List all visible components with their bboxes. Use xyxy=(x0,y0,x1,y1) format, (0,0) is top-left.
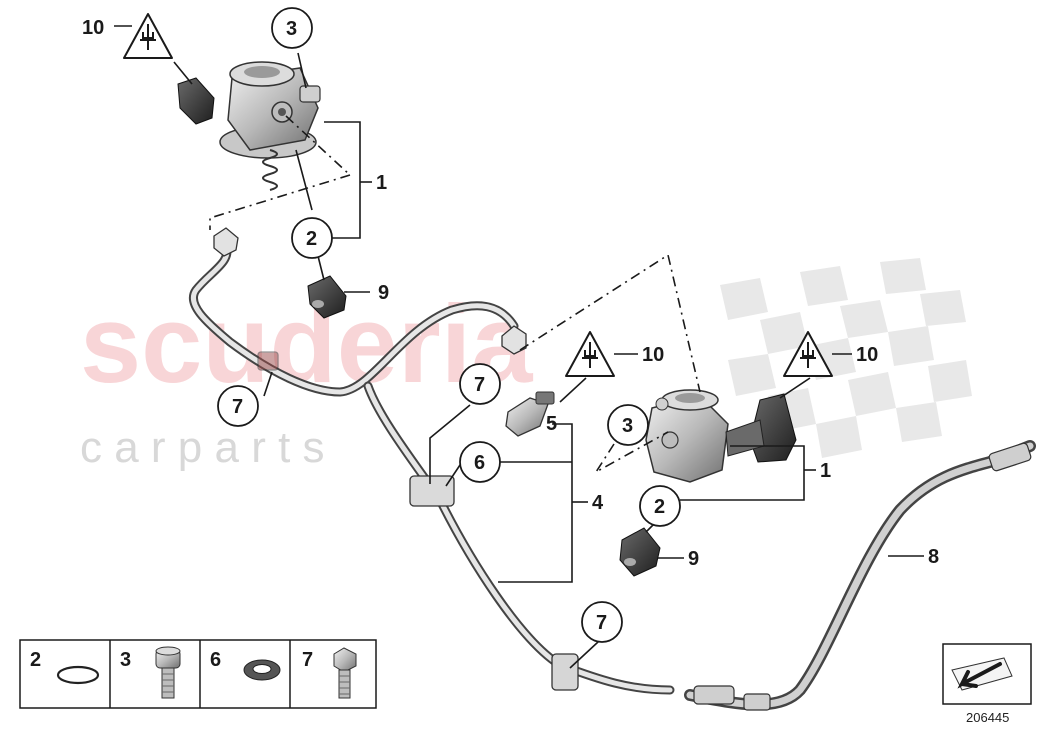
callout-5: 5 xyxy=(546,413,557,435)
triangle-leaders xyxy=(114,25,852,355)
callout-circle-7b xyxy=(459,363,501,405)
callout-8: 8 xyxy=(928,546,939,568)
high-pressure-pump-lower xyxy=(645,389,797,483)
callout-9a: 9 xyxy=(378,282,389,304)
plug-icon xyxy=(582,342,598,368)
callout-3a: 3 xyxy=(286,18,297,40)
hex-bolt-icon xyxy=(333,647,357,699)
callout-2b: 2 xyxy=(654,496,665,518)
callout-1a: 1 xyxy=(376,172,387,194)
callout-circle-7a xyxy=(217,385,259,427)
callout-circles xyxy=(217,7,681,643)
watermark-subtext: c a r p a r t s xyxy=(80,423,325,472)
callout-circle-3b xyxy=(607,404,649,446)
legend-label-3: 3 xyxy=(120,649,131,671)
sleeve-part-lower xyxy=(619,527,661,577)
callout-circle-7c xyxy=(581,601,623,643)
callout-2a: 2 xyxy=(306,228,317,250)
legend-label-2: 2 xyxy=(30,649,41,671)
plug-icon xyxy=(140,24,156,50)
callout-9b: 9 xyxy=(688,548,699,570)
leader-lines xyxy=(173,52,924,669)
callout-10b: 10 xyxy=(642,344,664,366)
socket-bolt-icon xyxy=(155,646,181,699)
callout-circle-6 xyxy=(459,441,501,483)
callout-6: 6 xyxy=(474,452,485,474)
parts-legend: 2 3 6 7 xyxy=(19,639,377,709)
callout-circle-3a xyxy=(271,7,313,49)
electrical-warning-triangle-2 xyxy=(565,331,615,377)
callout-7b: 7 xyxy=(474,374,485,396)
callout-circle-2b xyxy=(639,485,681,527)
fuel-line-8 xyxy=(684,440,1036,711)
callout-labels: 10 3 1 2 9 7 10 10 7 5 3 6 1 4 2 9 8 7 xyxy=(82,17,939,634)
pressure-sensor xyxy=(505,391,555,437)
legend-label-7: 7 xyxy=(302,649,313,671)
plug-icon xyxy=(800,342,816,368)
callout-10a: 10 xyxy=(82,17,104,39)
callout-circle-2a xyxy=(291,217,333,259)
sleeve-part-upper xyxy=(307,275,347,319)
checkered-flag-watermark xyxy=(720,258,972,458)
fuel-line-upper xyxy=(188,241,675,695)
gasket-ring-icon xyxy=(243,659,281,681)
electrical-warning-triangle-3 xyxy=(783,331,833,377)
callout-3b: 3 xyxy=(622,415,633,437)
line-fittings xyxy=(213,227,579,691)
arrow-icon xyxy=(957,662,1002,689)
callout-4: 4 xyxy=(592,492,604,514)
callout-10c: 10 xyxy=(856,344,878,366)
callout-7a: 7 xyxy=(232,396,243,418)
callout-1b: 1 xyxy=(820,460,831,482)
callout-7c: 7 xyxy=(596,612,607,634)
high-pressure-pump-upper xyxy=(177,61,321,191)
electrical-warning-triangle-1 xyxy=(123,13,173,59)
diagram-code: 206445 xyxy=(966,710,1009,725)
o-ring-icon xyxy=(56,665,100,685)
orientation-icon-box xyxy=(942,643,1032,705)
legend-label-6: 6 xyxy=(210,649,221,671)
